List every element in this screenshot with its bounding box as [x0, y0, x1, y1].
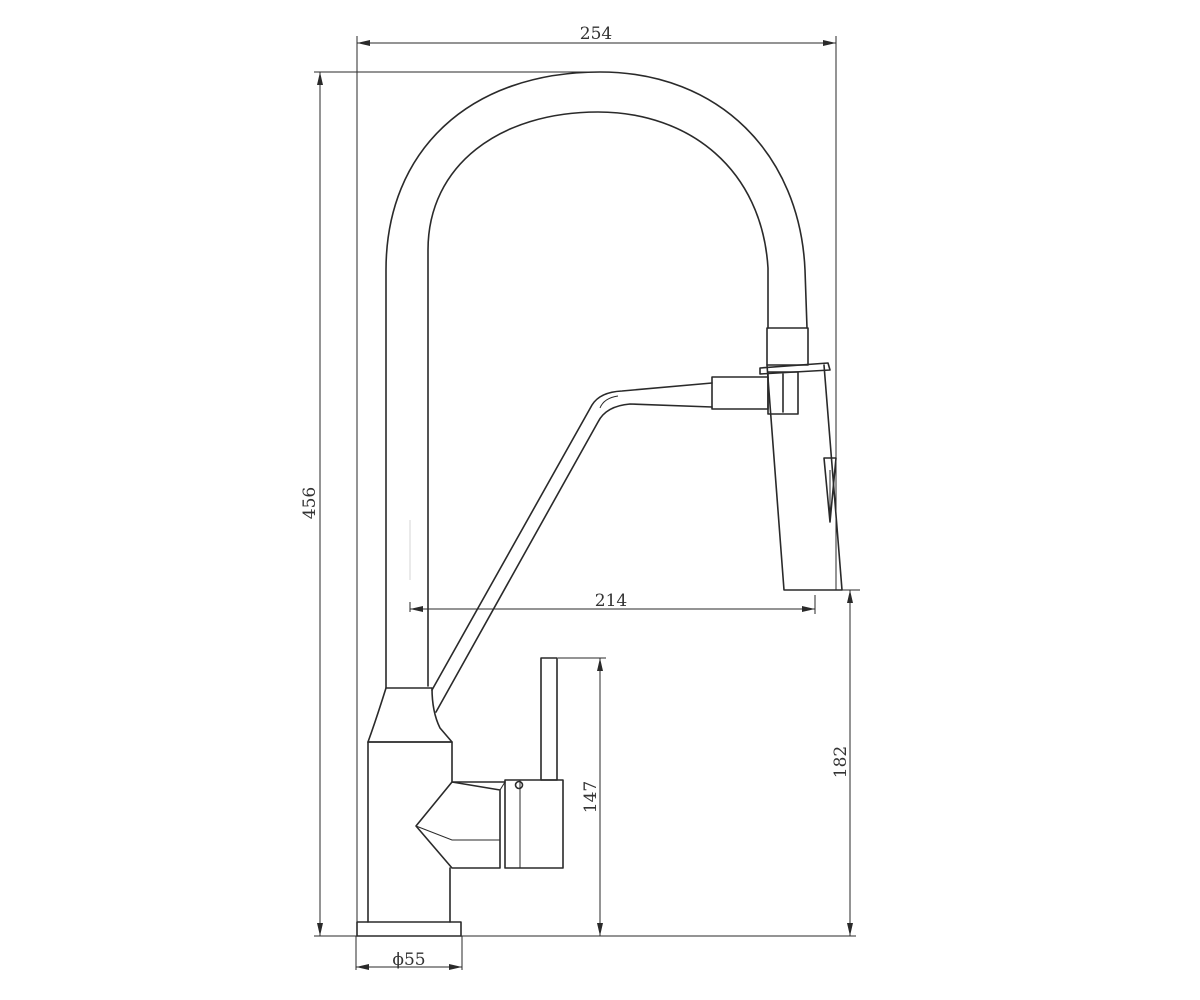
- spray-head-clip: [759, 362, 831, 375]
- label-base-diameter: ϕ55: [392, 950, 425, 970]
- mixer-valve: [415, 781, 501, 869]
- dimension-labels: 254 456 214 182 147 ϕ55: [300, 24, 851, 970]
- side-arm-connector: [711, 376, 769, 410]
- lever-handle: [540, 657, 558, 781]
- body-neck: [367, 687, 453, 743]
- faucet-outline: [356, 71, 843, 937]
- label-spout-height: 182: [831, 746, 851, 778]
- spout-collar: [766, 327, 809, 366]
- dimension-lines: [314, 36, 860, 970]
- faucet-body: [367, 741, 506, 783]
- spout-inner-curve: [427, 111, 769, 687]
- label-lever-height: 147: [581, 781, 601, 813]
- lever-base: [504, 779, 564, 869]
- label-total-height: 456: [300, 487, 320, 519]
- side-arm: [431, 382, 713, 691]
- base-plate: [356, 921, 462, 937]
- side-arm-lower: [435, 403, 713, 713]
- label-spout-reach: 214: [595, 591, 627, 611]
- spray-nozzle-tip: [823, 457, 837, 523]
- label-total-width: 254: [580, 24, 612, 44]
- side-arm-bracket: [767, 371, 799, 415]
- spray-head: [766, 364, 843, 591]
